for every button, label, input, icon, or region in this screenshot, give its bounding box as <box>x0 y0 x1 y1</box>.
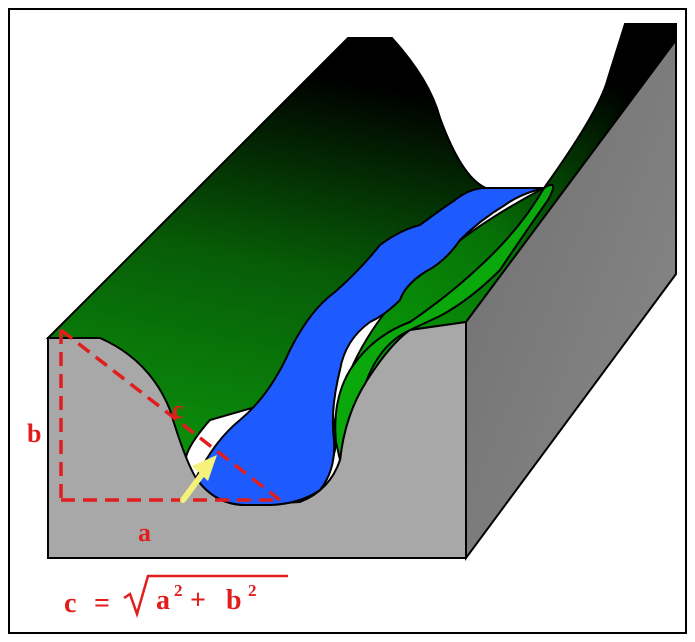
block-side-face <box>465 36 677 562</box>
formula-equals: = <box>94 588 110 619</box>
formula-lhs: c <box>64 588 76 619</box>
formula-b-term: b <box>226 585 242 616</box>
frame-border <box>8 8 687 634</box>
formula-a-term: a <box>156 585 170 616</box>
label-c: c <box>172 395 184 424</box>
right-bank-vegetation <box>334 184 555 461</box>
pythagorean-formula: c = a 2 + b 2 <box>64 574 288 619</box>
formula-a-exponent: 2 <box>174 581 183 600</box>
label-a: a <box>138 518 151 547</box>
formula-b-exponent: 2 <box>248 581 257 600</box>
pythagorean-triangle <box>59 328 282 502</box>
river-water <box>194 187 545 506</box>
triangle-hypotenuse-c <box>59 328 282 502</box>
square-root-icon <box>123 574 288 619</box>
arrow-icon <box>180 455 217 503</box>
label-b: b <box>27 419 41 448</box>
formula-plus: + <box>190 585 206 616</box>
